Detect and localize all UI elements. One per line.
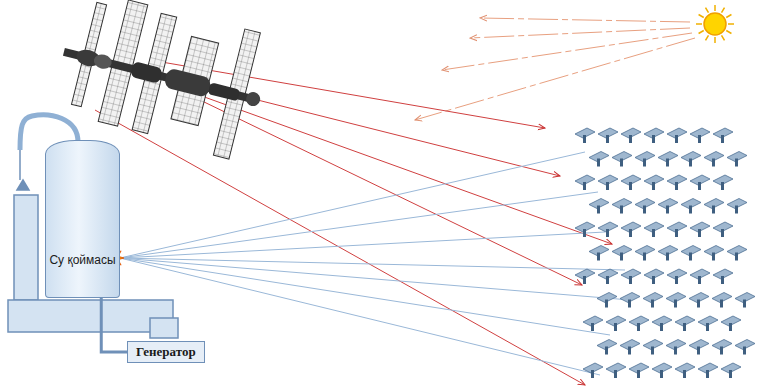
power-unit xyxy=(8,115,178,338)
node-text: Генератор xyxy=(136,344,196,360)
reflected-rays xyxy=(95,60,612,385)
sun-rays xyxy=(415,18,695,120)
heliostat-field xyxy=(575,128,755,378)
sun xyxy=(696,5,734,43)
generator-box: Генератор xyxy=(127,341,205,363)
node-text: Су қоймасы xyxy=(48,253,117,267)
space-station xyxy=(48,0,275,163)
pipe-connector xyxy=(101,298,127,352)
water-tank: Су қоймасы xyxy=(45,140,120,298)
focused-rays xyxy=(120,152,630,375)
